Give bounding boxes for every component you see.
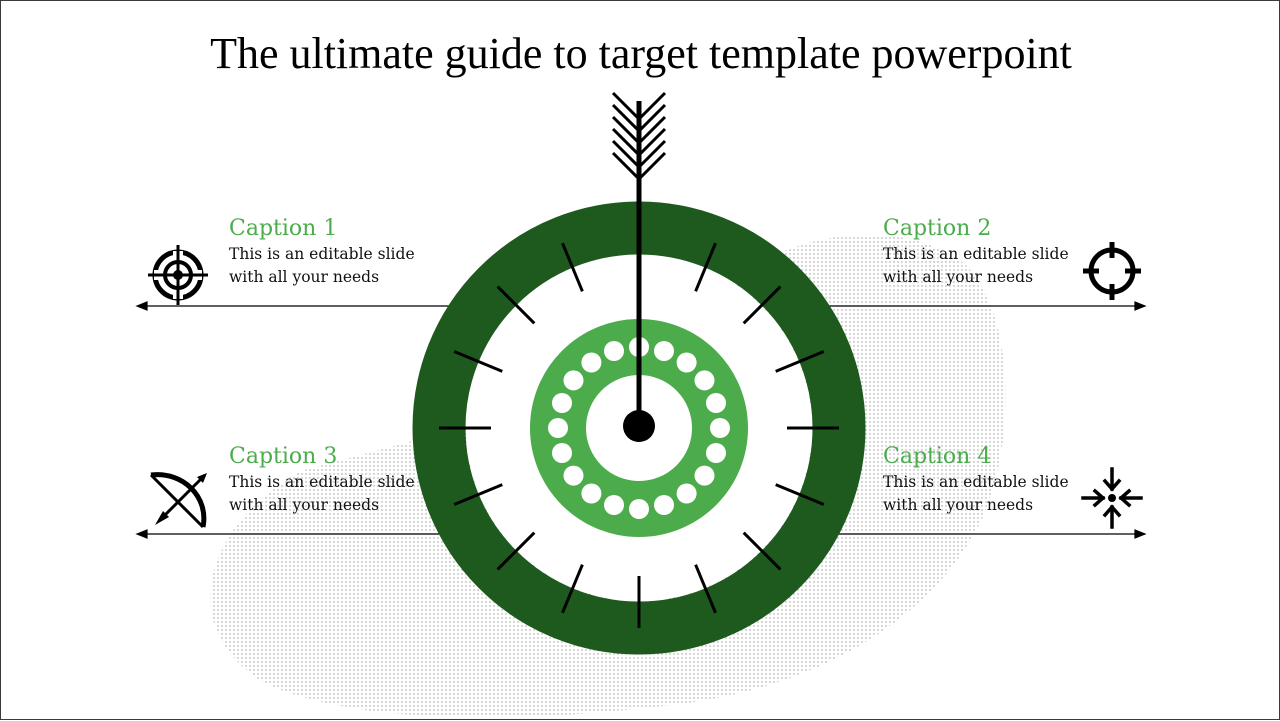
arrow [611,91,667,442]
arrowhead-2 [1134,301,1147,311]
ring-dot [552,443,572,463]
ring-dot [581,483,602,504]
caption-3-line-1: This is an editable slide [229,473,415,491]
connector-lines [135,301,1147,539]
caption-4-line-2: with all your needs [883,496,1034,514]
target-crosshair-icon [148,245,208,305]
ring-dot [548,418,568,438]
tick-mark [453,483,503,506]
ring-dot [676,483,697,504]
caption-4: Caption 4 This is an editable slide with… [883,443,1113,517]
tick-mark [496,531,536,571]
caption-1-line-2: with all your needs [229,268,380,286]
tick-mark [694,242,717,292]
tick-mark [694,564,717,614]
ring-dot [552,393,572,413]
ring-dots [548,337,730,519]
caption-3: Caption 3 This is an editable slide with… [229,443,459,517]
caption-2-line-1: This is an editable slide [883,245,1069,263]
arrowhead-1 [135,301,148,311]
tick-mark [561,564,584,614]
tick-mark [561,242,584,292]
tick-mark [496,285,536,325]
caption-3-line-2: with all your needs [229,496,380,514]
tick-mark [742,285,782,325]
bow-arrow-icon [149,472,207,529]
tick-marks [439,242,839,628]
ring-dot [706,393,726,413]
ring-dot [706,443,726,463]
ring-dot [694,370,715,391]
tick-mark [775,350,825,373]
caption-3-title: Caption 3 [229,444,338,469]
caption-4-line-1: This is an editable slide [883,473,1069,491]
ring-dot [563,465,584,486]
caption-2-line-2: with all your needs [883,268,1034,286]
ring-dot [563,370,584,391]
ring-dot [581,352,602,373]
arrowhead-4 [1134,529,1147,539]
ring-dot [629,499,649,519]
caption-1: Caption 1 This is an editable slide with… [229,215,459,289]
ring-dot [676,352,697,373]
tick-mark [775,483,825,506]
ring-dot [604,341,624,361]
caption-2-title: Caption 2 [883,216,992,241]
caption-1-title: Caption 1 [229,216,338,241]
tick-mark [453,350,503,373]
ring-dot [694,465,715,486]
ring-dot [710,418,730,438]
arrow-tip-dot [623,410,655,442]
ring-dot [654,495,674,515]
crosshair-icon [1083,242,1141,300]
focus-arrows-icon [1081,467,1143,529]
ring-dot [654,341,674,361]
slide-title: The ultimate guide to target template po… [210,29,1072,78]
tick-mark [742,531,782,571]
caption-4-title: Caption 4 [883,444,992,469]
caption-2: Caption 2 This is an editable slide with… [883,215,1113,289]
ring-dot [604,495,624,515]
arrowhead-3 [135,529,148,539]
caption-1-line-1: This is an editable slide [229,245,415,263]
